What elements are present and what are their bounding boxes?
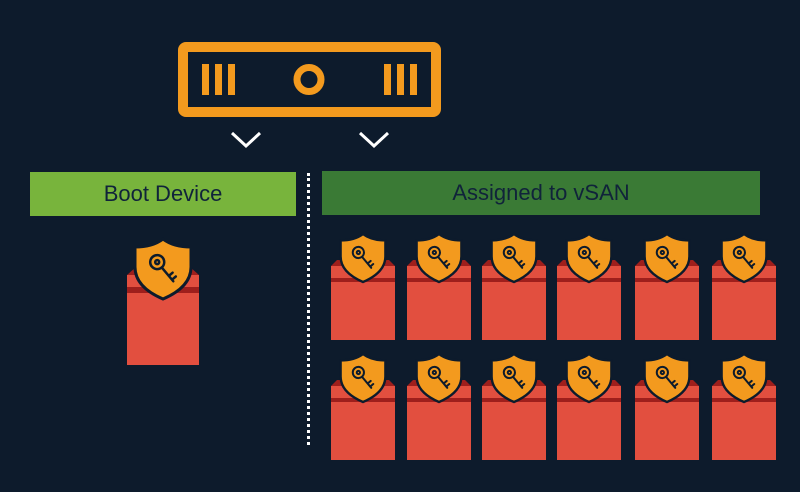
encrypted-drive-icon <box>712 232 776 340</box>
boot-device-banner: Boot Device <box>30 172 296 216</box>
encrypted-drive-icon <box>557 232 621 340</box>
encrypted-drive-icon <box>557 352 621 460</box>
chevron-down-icon <box>358 131 390 149</box>
encrypted-drive-icon <box>407 352 471 460</box>
encrypted-drive-icon <box>635 232 699 340</box>
encrypted-drive-icon <box>482 232 546 340</box>
boot-encrypted-drive-icon <box>127 237 199 365</box>
encrypted-drive-icon <box>635 352 699 460</box>
encrypted-drive-icon <box>331 352 395 460</box>
encrypted-drive-icon <box>331 232 395 340</box>
chevron-down-icon <box>230 131 262 149</box>
encrypted-drive-icon <box>712 352 776 460</box>
vsan-banner: Assigned to vSAN <box>322 171 760 215</box>
vsan-label: Assigned to vSAN <box>452 180 630 205</box>
divider <box>307 173 310 445</box>
server-icon <box>178 42 441 117</box>
encrypted-drive-icon <box>407 232 471 340</box>
encrypted-drive-icon <box>482 352 546 460</box>
boot-device-label: Boot Device <box>103 181 223 206</box>
